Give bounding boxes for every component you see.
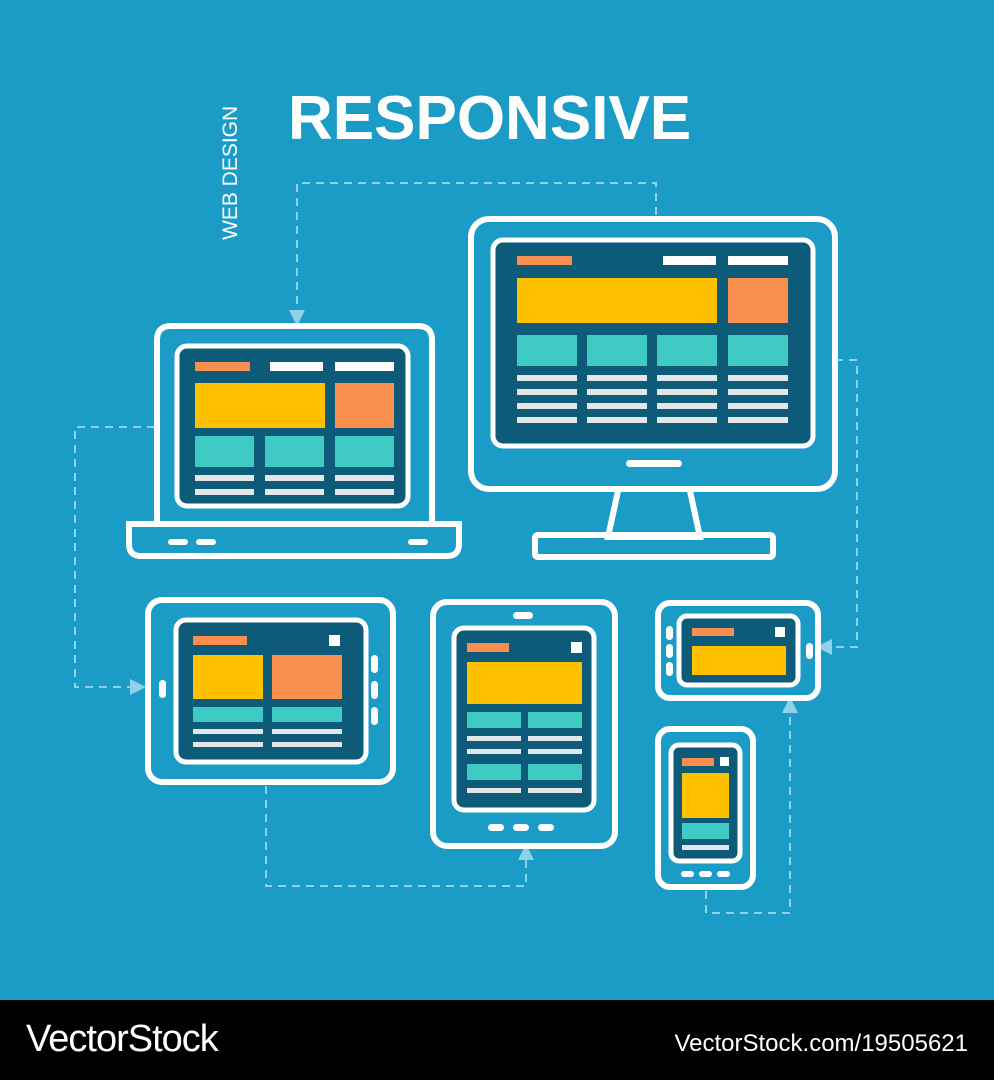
monitor-icon: [468, 216, 838, 560]
connector-tablet-to-tablet-portrait: [265, 786, 534, 887]
phone-landscape-icon: [655, 600, 821, 701]
image-credit: VectorStock.com/19505621: [674, 1030, 968, 1057]
watermark-bar: VectorStock VectorStock.com/19505621: [0, 1000, 994, 1080]
connector-phone-to-phone-landscape: [705, 697, 798, 914]
connector-monitor-to-phone-landscape: [816, 359, 858, 655]
connector-laptop-to-tablet: [74, 426, 155, 695]
illustration: RESPONSIVE WEB DESIGN: [0, 0, 994, 1000]
laptop-icon: [126, 323, 462, 559]
phone-portrait-icon: [655, 726, 756, 890]
page-title: RESPONSIVE: [288, 84, 692, 153]
tablet-portrait-icon: [430, 599, 618, 849]
devices-illustration: [74, 182, 858, 914]
connector-lines: [74, 182, 858, 914]
tablet-landscape-icon: [145, 597, 396, 785]
brand-logo: VectorStock: [26, 1018, 219, 1060]
connector-monitor-to-laptop: [289, 182, 657, 326]
